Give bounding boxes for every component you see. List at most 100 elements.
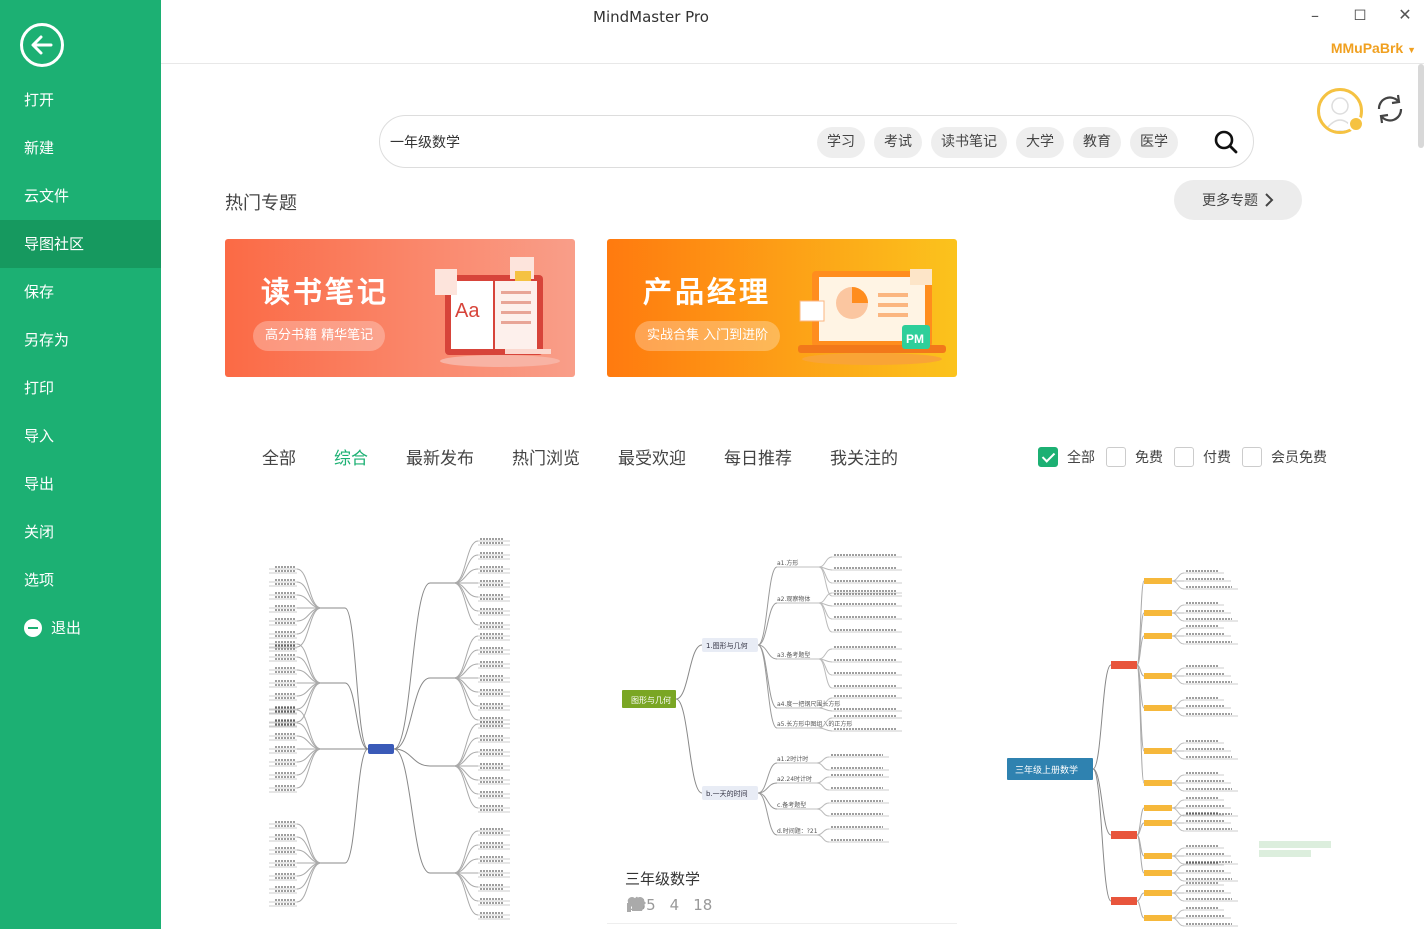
menu-import[interactable]: 导入 xyxy=(24,427,55,445)
price-filter-label: 免费 xyxy=(1135,450,1163,466)
template-card-3[interactable]: 三年级上册数学 xyxy=(989,523,1339,929)
filter-tab[interactable]: 我关注的 xyxy=(830,449,898,469)
close-icon[interactable]: ✕ xyxy=(1398,5,1412,24)
banner-reading-notes[interactable]: 读书笔记 高分书籍 精华笔记 Aa xyxy=(225,239,575,377)
mindmap-link xyxy=(1171,807,1185,817)
mindmap-link xyxy=(757,602,778,646)
price-filter-checkbox[interactable] xyxy=(1038,447,1058,467)
filter-tab[interactable]: 最新发布 xyxy=(406,449,474,469)
search-tag[interactable]: 学习 xyxy=(817,127,865,158)
mindmap-link xyxy=(453,649,479,679)
search-tag[interactable]: 考试 xyxy=(874,127,922,158)
banner-subtitle: 实战合集 入门到进阶 xyxy=(635,321,781,351)
menu-options[interactable]: 选项 xyxy=(24,571,55,589)
search-tag[interactable]: 读书笔记 xyxy=(931,127,1007,158)
filter-tab[interactable]: 每日推荐 xyxy=(724,449,792,469)
scrollbar[interactable] xyxy=(1418,64,1424,148)
minimize-icon[interactable]: – xyxy=(1311,6,1319,25)
banner-title: 产品经理 xyxy=(643,275,772,309)
filter-tab[interactable]: 热门浏览 xyxy=(512,449,580,469)
mindmap-link xyxy=(1171,872,1185,882)
mindmap-link xyxy=(1171,667,1185,677)
user-menu[interactable]: MMuPaBrk ▼ xyxy=(1331,40,1416,56)
filter-tab[interactable]: 最受欢迎 xyxy=(618,449,686,469)
menu-exit[interactable]: 退出 xyxy=(0,604,161,652)
mindmap-sub-node xyxy=(1144,705,1172,711)
avatar[interactable] xyxy=(1317,88,1363,134)
mindmap-sub-node xyxy=(1144,805,1172,811)
mindmap-link xyxy=(757,792,778,810)
menu-open[interactable]: 打开 xyxy=(24,91,55,109)
menu-print[interactable]: 打印 xyxy=(24,379,55,397)
mindmap-link xyxy=(1136,822,1145,836)
banner-product-manager[interactable]: 产品经理 实战合集 入门到进阶 PM xyxy=(607,239,957,377)
mindmap-link xyxy=(816,834,830,843)
search-icon[interactable] xyxy=(1213,129,1239,155)
mindmap-link xyxy=(1171,855,1185,865)
search-input[interactable] xyxy=(390,130,790,154)
vip-badge-icon xyxy=(1348,116,1364,132)
price-filter-checkbox[interactable] xyxy=(1106,447,1126,467)
mindmap-link xyxy=(453,582,479,626)
more-topics-button[interactable]: 更多专题 xyxy=(1174,180,1302,220)
maximize-icon[interactable]: ◻ xyxy=(1353,4,1367,23)
mindmap-link xyxy=(1171,847,1185,857)
mindmap-sub-node xyxy=(1144,853,1172,859)
mindmap-link xyxy=(296,568,322,609)
mindmap-branch-text: b.一天的时间 xyxy=(706,789,748,798)
mindmap-center xyxy=(1007,758,1093,780)
likes-stat[interactable]: 4 xyxy=(627,896,679,914)
back-button[interactable] xyxy=(20,23,64,67)
mindmap-link xyxy=(757,792,778,836)
search-tag[interactable]: 医学 xyxy=(1130,127,1178,158)
menu-cloud-files[interactable]: 云文件 xyxy=(24,187,70,205)
search-tag[interactable]: 教育 xyxy=(1073,127,1121,158)
favorites-stat[interactable]: 18 xyxy=(627,896,712,914)
mindmap-link xyxy=(1171,814,1185,824)
mindmap-branch-node xyxy=(1111,831,1137,839)
banner-icon-text: PM xyxy=(906,332,924,346)
mindmap-link xyxy=(344,748,369,864)
price-filter-checkbox[interactable] xyxy=(1242,447,1262,467)
mindmap-link xyxy=(453,844,479,874)
mindmap-link xyxy=(757,566,778,646)
menu-save[interactable]: 保存 xyxy=(24,283,55,301)
mindmap-link xyxy=(816,762,830,771)
mindmap-link xyxy=(1171,635,1185,645)
mindmap-center xyxy=(622,690,676,708)
mindmap-link xyxy=(1171,909,1185,919)
menu-export[interactable]: 导出 xyxy=(24,475,55,493)
mindmap-link xyxy=(1171,699,1185,709)
menu-save-as[interactable]: 另存为 xyxy=(24,331,70,349)
menu-community[interactable]: 导图社区 xyxy=(0,220,161,268)
mindmap-link xyxy=(757,644,778,729)
search-tag[interactable]: 大学 xyxy=(1016,127,1064,158)
filter-tab[interactable]: 全部 xyxy=(262,449,296,469)
mindmap-link xyxy=(1171,864,1185,874)
arrow-left-icon xyxy=(31,35,53,55)
mindmap-leaf-text: a1.2时计时 xyxy=(777,755,808,763)
mindmap-branch-text: 1.图形与几何 xyxy=(706,641,748,650)
hot-topics-title: 热门专题 xyxy=(225,193,297,214)
mindmap-leaf-text: a2.24时计时 xyxy=(777,775,812,783)
mindmap-link xyxy=(296,607,322,648)
banner-title: 读书笔记 xyxy=(261,275,390,309)
refresh-icon[interactable] xyxy=(1373,92,1407,126)
mindmap-link xyxy=(1092,768,1112,836)
price-filter-checkbox[interactable] xyxy=(1174,447,1194,467)
menu-new[interactable]: 新建 xyxy=(24,139,55,157)
mindmap-branch-node xyxy=(1111,661,1137,669)
mindmap-leaf-text: c.备考题型 xyxy=(777,801,806,809)
mindmap-highlight xyxy=(1259,841,1331,848)
template-card-1[interactable] xyxy=(225,523,575,929)
mindmap-link xyxy=(344,682,369,750)
filter-tab[interactable]: 综合 xyxy=(334,449,368,469)
mindmap-center-text: 三年级上册数学 xyxy=(1015,764,1078,776)
mindmap-link xyxy=(453,872,479,916)
mindmap-link xyxy=(453,677,479,721)
mindmap-link xyxy=(393,677,431,750)
menu-close[interactable]: 关闭 xyxy=(24,523,55,541)
mindmap-link xyxy=(344,607,369,750)
mindmap-link xyxy=(296,748,322,789)
